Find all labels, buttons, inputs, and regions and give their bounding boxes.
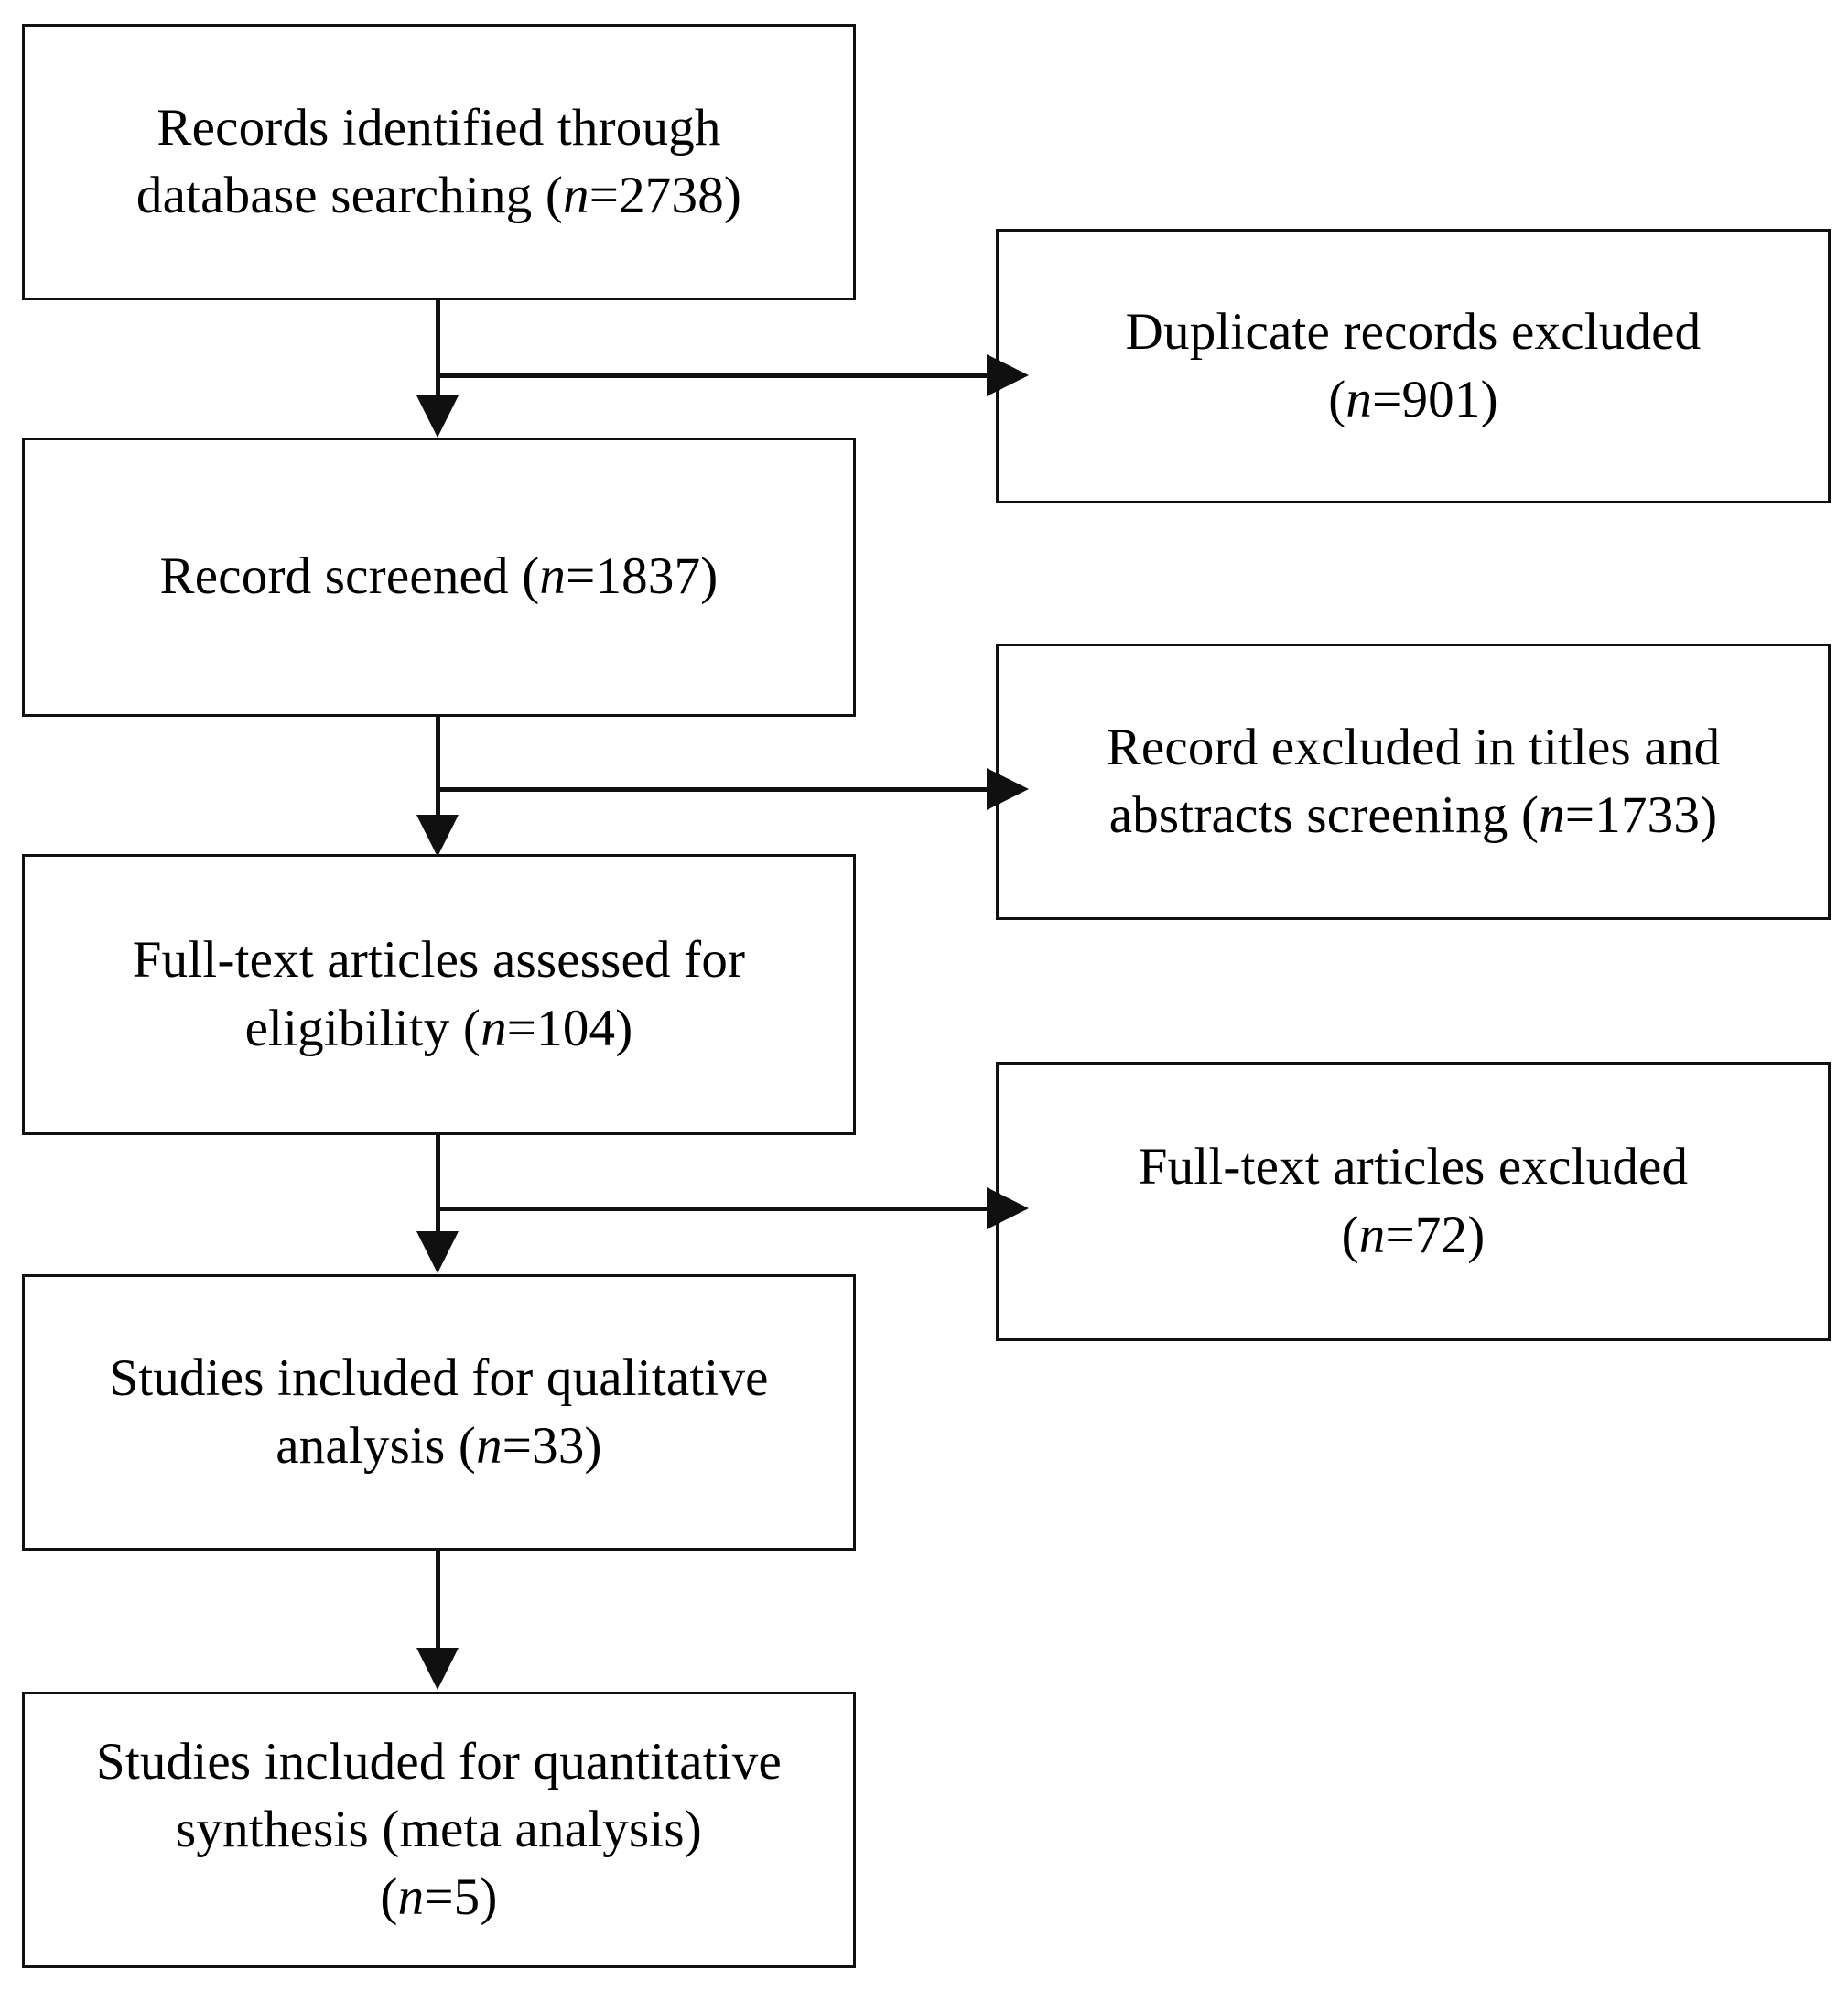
node-duplicates-excluded-label: Duplicate records excluded(n=901): [1125, 302, 1702, 428]
connector-line-to-fulltext-excluded: [438, 1207, 991, 1211]
arrowhead-right-to-titles-abstracts-excluded: [987, 768, 1029, 810]
connector-line-to-duplicates-excluded: [438, 373, 991, 378]
arrowhead-down-to-qualitative-included: [416, 1231, 459, 1273]
arrowhead-right-to-fulltext-excluded: [987, 1187, 1029, 1229]
connector-line-fulltext-assessed-to-qualitative: [436, 1135, 440, 1233]
node-fulltext-excluded-label: Full-text articles excluded(n=72): [1138, 1138, 1689, 1264]
node-records-screened-label: Record screened (n=1837): [159, 547, 719, 606]
arrowhead-right-to-duplicates-excluded: [987, 354, 1029, 396]
arrowhead-down-to-records-screened: [416, 395, 459, 438]
arrowhead-down-to-quantitative-included: [416, 1648, 459, 1690]
node-records-screened: Record screened (n=1837): [22, 438, 856, 717]
connector-line-to-titles-abstracts-excluded: [438, 787, 991, 792]
arrowhead-down-to-fulltext-assessed: [416, 815, 459, 857]
connector-line-screened-to-fulltext-assessed: [436, 717, 440, 817]
node-fulltext-excluded: Full-text articles excluded(n=72): [996, 1062, 1831, 1341]
node-duplicates-excluded: Duplicate records excluded(n=901): [996, 229, 1831, 503]
connector-line-qualitative-to-quantitative: [436, 1551, 440, 1650]
connector-line-identified-to-screened: [436, 300, 440, 398]
